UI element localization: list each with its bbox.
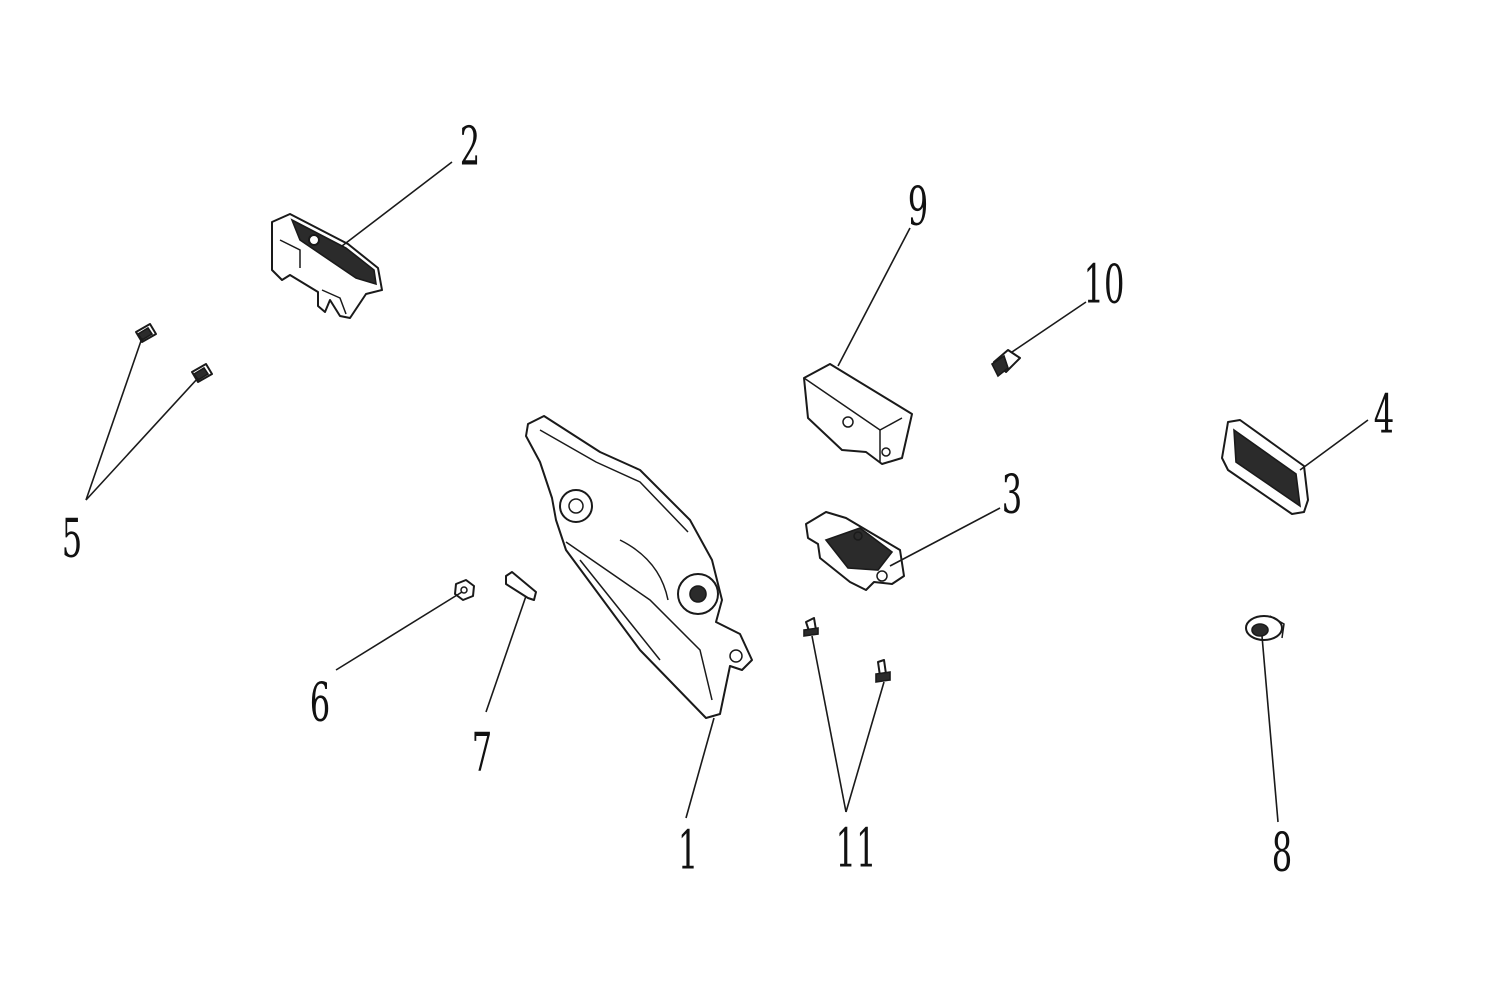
callout-10: 10 [1084, 254, 1125, 316]
callout-3: 3 [1002, 464, 1022, 526]
leader-2 [341, 161, 453, 247]
part-11-screws [803, 617, 891, 683]
part-1-main-plate [525, 415, 753, 719]
leader-11b [845, 681, 885, 813]
part-4-pad [1221, 419, 1309, 515]
leader-1 [685, 717, 715, 819]
leader-11a [811, 635, 847, 813]
leader-6 [335, 591, 463, 671]
part-3-mount [805, 511, 905, 591]
callout-labels: 1 2 3 4 5 6 7 8 9 10 11 [62, 116, 1394, 884]
callout-9: 9 [908, 176, 928, 238]
callout-5: 5 [62, 508, 82, 570]
screw-11a [803, 617, 819, 637]
leader-3 [889, 507, 1001, 567]
leader-9 [837, 227, 911, 367]
screw-5a [135, 323, 157, 343]
part-8-plug [1245, 615, 1285, 641]
screw-5b [191, 363, 213, 383]
leader-7 [485, 595, 527, 713]
leader-lines [85, 161, 1369, 823]
part-6-nut [454, 579, 475, 601]
callout-11: 11 [836, 818, 877, 880]
part-7-pin [505, 571, 537, 601]
leader-4 [1299, 419, 1369, 471]
callout-6: 6 [310, 672, 330, 734]
leader-5a [85, 337, 143, 501]
part-2-bracket [271, 213, 383, 319]
callout-2: 2 [460, 116, 480, 178]
callout-7: 7 [472, 722, 492, 784]
leader-5b [85, 377, 199, 501]
part-9-block [803, 363, 913, 465]
callout-4: 4 [1374, 384, 1394, 446]
part-10-screw [990, 349, 1021, 378]
callout-8: 8 [1272, 822, 1292, 884]
leader-10 [1011, 301, 1087, 353]
callout-1: 1 [678, 820, 698, 882]
part-5-screws [135, 323, 213, 383]
leader-8 [1261, 635, 1279, 823]
screw-11b [875, 659, 891, 683]
